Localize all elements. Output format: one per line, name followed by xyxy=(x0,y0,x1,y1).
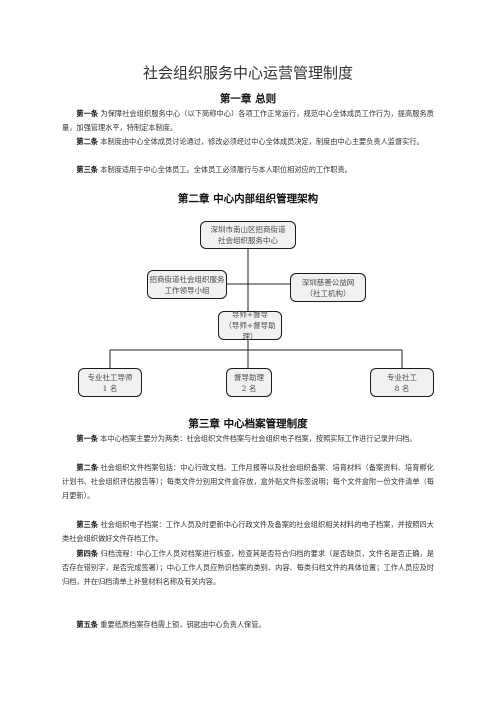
node-line: 专业社工 xyxy=(387,372,417,382)
ch3-article-3: 第三条 社会组织电子档案：工作人员及时更新中心行政文件及备案的社会组织相关材料的… xyxy=(62,518,434,546)
article-text: 本制度由中心全体成员讨论通过，修改必须经过中心全体成员决定，制度由中心主要负责人… xyxy=(100,137,424,146)
node-line: 1 名 xyxy=(102,383,118,393)
chapter-1-heading: 第一章 总则 xyxy=(219,93,277,105)
article-text: 社会组织文件档案包括：中心行政文档、工作月报等以及社会组织备案、培育材料（备案资… xyxy=(62,463,434,500)
org-node-mentor-count: 专业社工导师 1 名 xyxy=(78,368,142,397)
article-text: 社会组织电子档案：工作人员及时更新中心行政文件及备案的社会组织相关材料的电子档案… xyxy=(62,520,434,543)
node-line: 2 名 xyxy=(241,383,257,393)
chapter-2-heading: 第二章 中心内部组织管理架构 xyxy=(177,193,319,205)
article-number: 第三条 xyxy=(76,520,99,529)
node-line: 深圳市南山区招商街道 xyxy=(210,225,286,234)
ch3-article-4: 第四条 归档流程：中心工作人员对档案进行核查，检查其是否符合归档的要求（是否缺页… xyxy=(62,547,434,589)
article-number: 第三条 xyxy=(76,165,98,174)
org-node-leadership-group: 招商街道社会组织服务 工作领导小组 xyxy=(147,270,227,299)
node-line: 督导助理 xyxy=(234,372,264,382)
ch1-article-3: 第三条 本制度适用于中心全体员工。全体员工必须履行与本人职位相对应的工作职责。 xyxy=(62,163,434,177)
article-number: 第一条 xyxy=(76,434,98,443)
article-number: 第五条 xyxy=(76,620,98,629)
document-title: 社会组织服务中心运营管理制度 xyxy=(142,64,353,82)
article-text: 为保障社会组织服务中心（以下简称中心）各项工作正常运行，规范中心全体成员工作行为… xyxy=(62,109,434,132)
ch3-article-5: 第五条 重要纸质档案存档需上锁，钥匙由中心负责人保管。 xyxy=(62,618,434,632)
article-number: 第二条 xyxy=(76,463,99,472)
node-line: 深圳慈善公益网 xyxy=(301,277,355,287)
node-line: （社工机构） xyxy=(305,288,351,298)
article-number: 第二条 xyxy=(76,137,98,146)
node-line: 专业社工导师 xyxy=(87,372,133,382)
chapter-3-heading: 第三章 中心档案管理制度 xyxy=(188,418,308,430)
article-text: 重要纸质档案存档需上锁，钥匙由中心负责人保管。 xyxy=(100,620,266,629)
org-node-social-workers: 专业社工 8 名 xyxy=(370,368,434,397)
article-number: 第四条 xyxy=(76,549,99,558)
ch3-article-1: 第一条 本中心档案主要分为两类：社会组织文件档案与社会组织电子档案，按照实际工作… xyxy=(62,432,434,446)
article-text: 本中心档案主要分为两类：社会组织文件档案与社会组织电子档案，按照实际工作进行记录… xyxy=(100,434,417,443)
org-node-center: 深圳市南山区招商街道 社会组织服务中心 xyxy=(200,221,296,249)
ch1-article-1: 第一条 为保障社会组织服务中心（以下简称中心）各项工作正常运行，规范中心全体成员… xyxy=(62,107,434,135)
node-line: 导师+督导 xyxy=(231,310,269,319)
node-line: 8 名 xyxy=(394,383,410,393)
article-text: 本制度适用于中心全体员工。全体员工必须履行与本人职位相对应的工作职责。 xyxy=(100,165,352,174)
node-line: 招商街道社会组织服务 xyxy=(149,274,225,284)
article-number: 第一条 xyxy=(76,109,99,118)
ch3-article-2: 第二条 社会组织文件档案包括：中心行政文档、工作月报等以及社会组织备案、培育材料… xyxy=(62,461,434,503)
article-text: 归档流程：中心工作人员对档案进行核查，检查其是否符合归档的要求（是否缺页，文件名… xyxy=(62,549,434,586)
node-line: 社会组织服务中心 xyxy=(218,236,278,245)
org-node-social-work-agency: 深圳慈善公益网 （社工机构） xyxy=(290,273,366,302)
org-node-mentor-supervisor: 导师+督导 （导师+督导助理） xyxy=(218,310,282,341)
node-line: 工作领导小组 xyxy=(164,285,210,295)
org-node-supervisor-assistant: 督导助理 2 名 xyxy=(226,368,272,397)
node-line: （导师+督导助理） xyxy=(224,321,276,341)
ch1-article-2: 第二条 本制度由中心全体成员讨论通过，修改必须经过中心全体成员决定，制度由中心主… xyxy=(62,135,434,149)
